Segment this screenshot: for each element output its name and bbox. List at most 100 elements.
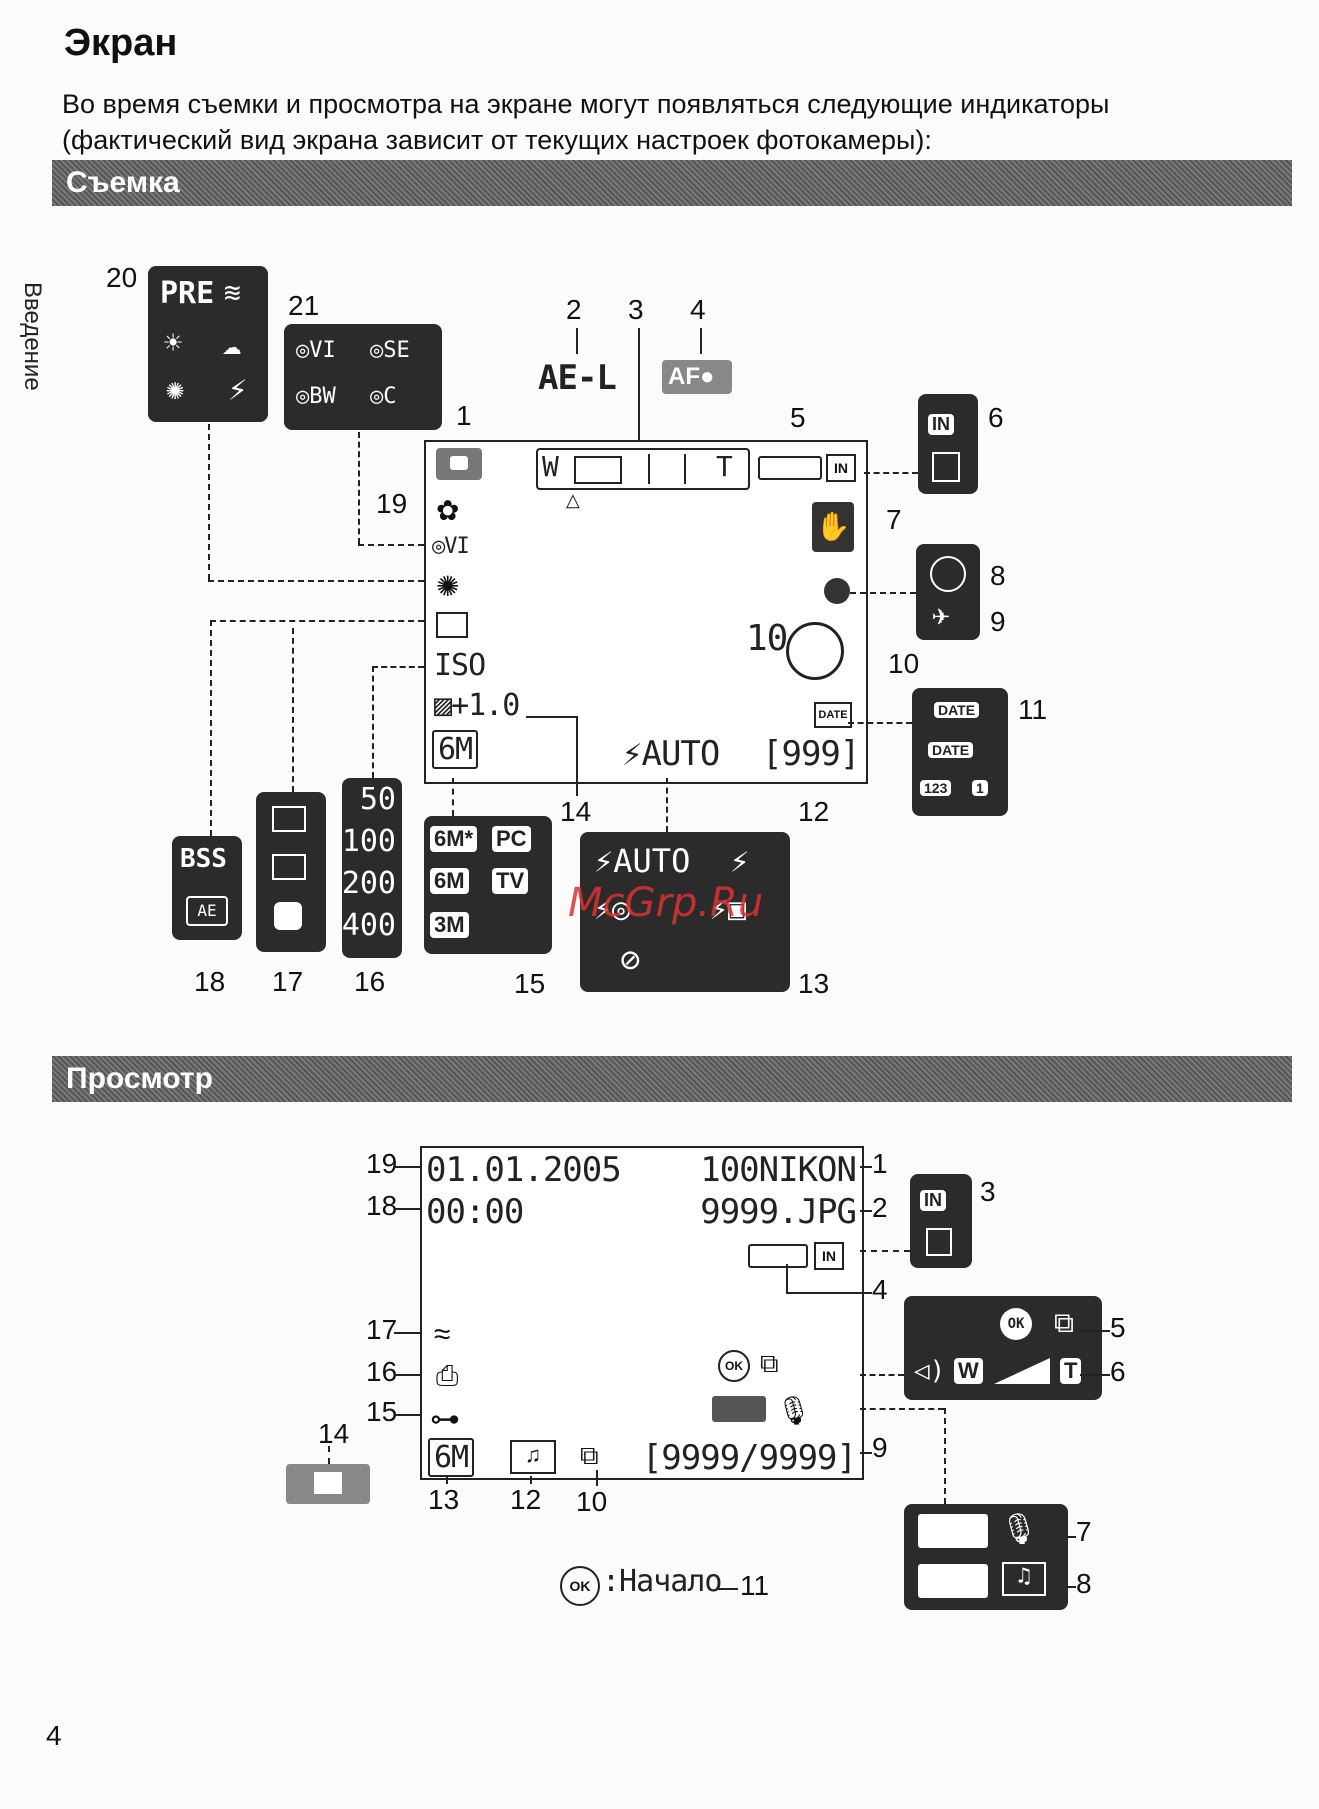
callout-11: 11: [740, 1570, 770, 1601]
cloud-icon: ☁: [222, 324, 242, 362]
iso-panel: 50 100 200 400: [342, 778, 402, 958]
voice-memo-icon: ♫: [1002, 1562, 1046, 1596]
callout-21: 21: [288, 290, 320, 321]
flash-auto-option: ⚡AUTO: [594, 842, 691, 880]
movie-icon: [286, 1464, 370, 1504]
date-imprint-icon: DATE: [814, 702, 852, 728]
self-timer-value: 10: [746, 618, 788, 659]
memory-icon: IN: [826, 454, 856, 482]
flash-mode-indicator: ⚡AUTO: [622, 734, 720, 774]
callout-14: 14: [318, 1418, 350, 1449]
bss-label: BSS: [180, 844, 227, 874]
callout-1: 1: [872, 1148, 888, 1179]
voice-memo-icon: ♫: [510, 1440, 556, 1474]
red-eye-icon: ⚡◎: [594, 892, 631, 927]
macro-icon: ✿: [436, 495, 460, 526]
callout-7: 7: [886, 504, 902, 535]
date-imprint-panel: DATE DATE 123 1: [912, 688, 1008, 816]
record-voice-icon: [918, 1514, 988, 1548]
callout-9: 9: [872, 1432, 888, 1463]
protect-icon: ⊶: [430, 1403, 460, 1436]
exposure-compensation: ▨+1.0: [434, 688, 520, 723]
memory-card-icon: [926, 1228, 952, 1256]
recording-date: 01.01.2005: [426, 1150, 622, 1190]
slow-sync-icon: ⚡▣: [710, 892, 747, 927]
watermark: McGrp.Ru: [568, 880, 764, 926]
internal-memory-icon: IN: [928, 414, 954, 435]
date-counter-value: 1: [972, 780, 988, 796]
flash-mode-panel: ⚡AUTO ⚡ ⚡◎ ⚡▣ ⊘: [580, 832, 790, 992]
folder-name: 100NIKON: [700, 1150, 857, 1190]
continuous-icon: [272, 806, 306, 832]
callout-16: 16: [366, 1356, 398, 1387]
callout-4: 4: [872, 1274, 888, 1305]
callout-3: 3: [980, 1176, 996, 1207]
image-mode-6m-star: 6M*: [430, 824, 478, 852]
callout-16: 16: [354, 966, 386, 997]
continuous-icon: [436, 612, 468, 638]
callout-6: 6: [1110, 1356, 1126, 1387]
start-label: :Начало: [602, 1564, 722, 1599]
iso-200: 200: [341, 866, 396, 901]
self-timer-icon: [786, 622, 844, 680]
callout-4: 4: [690, 294, 706, 325]
image-size-indicator: 6M: [428, 1438, 475, 1477]
zoom-w-button: W: [954, 1358, 983, 1384]
callout-15: 15: [514, 968, 546, 999]
scene-mode-panel: PRE ≋ ☀ ☁ ✺ ⚡: [148, 266, 268, 422]
callout-11: 11: [1018, 694, 1048, 725]
recording-time: 00:00: [426, 1192, 524, 1232]
iso-indicator: ISO: [434, 648, 486, 683]
white-balance-icon: ✺: [436, 571, 460, 602]
internal-memory-icon: IN: [920, 1190, 946, 1211]
image-mode-3m: 3M: [430, 912, 469, 938]
side-label: Введение: [19, 282, 46, 391]
image-size-indicator: 6M: [432, 730, 479, 769]
voice-memo-panel: 🎙 ♫: [904, 1504, 1068, 1610]
intro-text: Во время съемки и просмотра на экране мо…: [62, 89, 1110, 155]
vivid-color-icon: ◎VI: [296, 338, 336, 363]
bw-icon: ◎BW: [296, 384, 336, 409]
sepia-icon: ◎SE: [370, 338, 410, 363]
callout-17: 17: [272, 966, 304, 997]
image-mode-6m: 6M: [430, 868, 469, 894]
callout-8: 8: [990, 560, 1006, 591]
callout-5: 5: [790, 402, 806, 433]
quick-playback-icon: ⧉: [760, 1348, 779, 1378]
callout-9: 9: [990, 606, 1006, 637]
callout-5: 5: [1110, 1312, 1126, 1343]
transfer-icon: ⧉: [580, 1440, 599, 1470]
memory-panel: IN: [910, 1174, 972, 1268]
travel-destination-icon: ✈: [932, 598, 951, 633]
bss-panel: BSS AE: [172, 836, 242, 940]
exposures-remaining: [999]: [762, 734, 860, 774]
callout-2: 2: [566, 294, 582, 325]
page-number: 4: [46, 1720, 62, 1751]
callout-7: 7: [1076, 1516, 1092, 1547]
time-zone-panel: ✈: [916, 544, 980, 640]
image-mode-panel: 6M* PC 6M TV 3M: [424, 816, 552, 954]
flash-wb-icon: ⚡: [228, 370, 248, 408]
callout-14: 14: [560, 796, 592, 827]
af-indicator: AF●: [662, 360, 732, 394]
callout-17: 17: [366, 1314, 398, 1345]
callout-2: 2: [872, 1192, 888, 1223]
d-lighting-icon: ≈: [434, 1318, 451, 1351]
memory-icon: IN: [814, 1242, 844, 1270]
playback-voice-icon: [712, 1396, 766, 1422]
microphone-icon: 🎙: [776, 1395, 812, 1426]
image-mode-pc: PC: [492, 824, 531, 852]
print-order-icon: ⎙: [436, 1360, 459, 1391]
iso-400: 400: [341, 908, 396, 943]
home-time-icon: [930, 556, 966, 592]
battery-icon: [748, 1244, 808, 1268]
fluorescent-icon: ≋: [224, 276, 241, 309]
battery-icon: [758, 456, 822, 480]
callout-8: 8: [1076, 1568, 1092, 1599]
date-counter-icon: 123: [920, 780, 952, 796]
color-option-indicator: ◎VI: [432, 534, 470, 559]
callout-18: 18: [194, 966, 226, 997]
callout-20: 20: [106, 262, 138, 293]
section-bar-playback: Просмотр: [52, 1056, 1292, 1102]
incandescent-icon: ✺: [166, 372, 185, 407]
